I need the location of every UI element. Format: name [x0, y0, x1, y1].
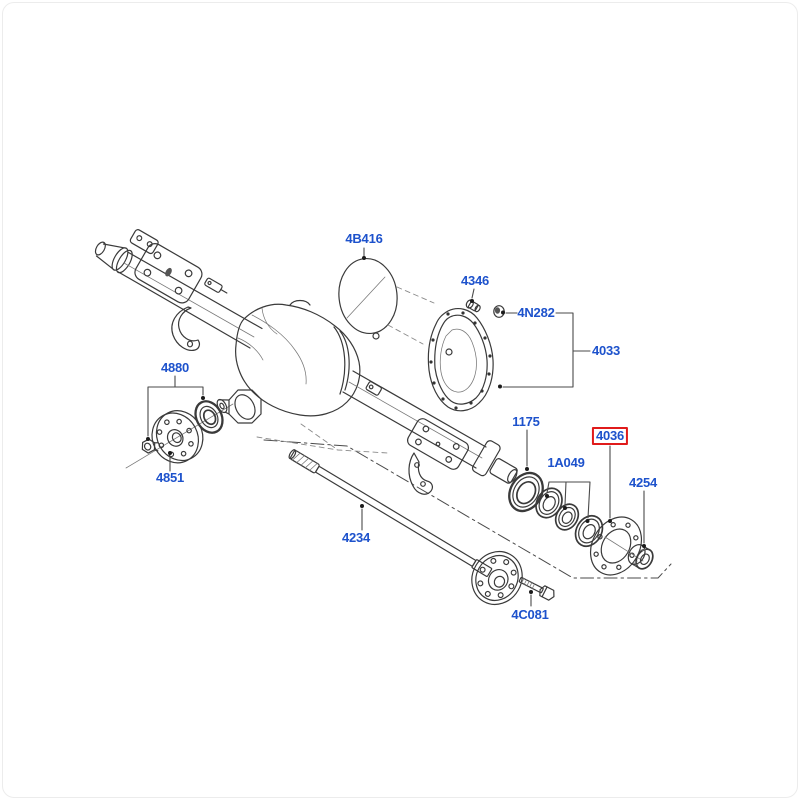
- part-label-4c081[interactable]: 4C081: [511, 607, 549, 622]
- part-4036-gasket-drawing: [589, 516, 644, 576]
- part-4c081-bolt-drawing: [518, 576, 555, 601]
- part-label-4033[interactable]: 4033: [591, 343, 621, 358]
- part-4851-flange-drawing: [151, 410, 204, 464]
- part-4254-bearing-drawing: [627, 544, 654, 570]
- part-label-4036-highlighted[interactable]: 4036: [591, 427, 629, 445]
- part-label-4254[interactable]: 4254: [628, 475, 658, 490]
- part-label-4851[interactable]: 4851: [155, 470, 185, 485]
- part-label-4234[interactable]: 4234: [341, 530, 371, 545]
- part-label-4b416[interactable]: 4B416: [345, 231, 383, 246]
- part-4b416-gasket-drawing: [338, 257, 435, 345]
- part-label-4880[interactable]: 4880: [160, 360, 190, 375]
- part-label-1175[interactable]: 1175: [512, 414, 540, 429]
- part-1a049-bearing-drawing: [535, 487, 604, 548]
- part-4234-axle-shaft-drawing: [288, 449, 523, 605]
- leader-lines: [146, 247, 646, 607]
- part-label-4346[interactable]: 4346: [460, 273, 490, 288]
- part-1175-seal-drawing: [508, 471, 544, 513]
- axle-housing-drawing: [94, 229, 518, 495]
- part-label-4n282[interactable]: 4N282: [517, 305, 555, 320]
- part-4033-cover-drawing: [427, 308, 494, 412]
- part-label-1a049[interactable]: 1A049: [547, 455, 585, 470]
- part-4880-seal-drawing: [194, 400, 224, 434]
